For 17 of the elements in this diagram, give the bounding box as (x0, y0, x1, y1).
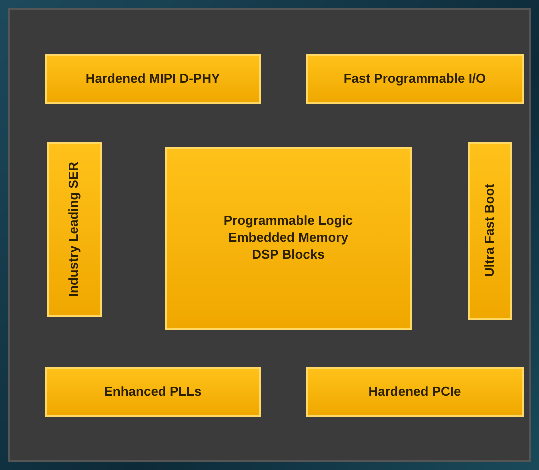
block-label: Embedded Memory (228, 230, 348, 247)
block-label: Industry Leading SER (66, 162, 82, 298)
chip-outline (8, 8, 531, 462)
block-label: Hardened MIPI D-PHY (86, 70, 220, 88)
block-label: DSP Blocks (252, 246, 325, 264)
block-box (45, 367, 261, 417)
block-box (45, 54, 261, 104)
block-box (468, 142, 512, 320)
block-box (47, 142, 102, 317)
block-label: Fast Programmable I/O (344, 70, 486, 88)
block-label: Programmable Logic (224, 213, 354, 230)
block-box (165, 147, 412, 330)
block-box (306, 367, 524, 417)
block-label: Hardened PCIe (368, 384, 462, 400)
block-label: Enhanced PLLs (104, 384, 202, 400)
block-box (306, 54, 524, 104)
block-label: Ultra Fast Boot (482, 184, 498, 278)
